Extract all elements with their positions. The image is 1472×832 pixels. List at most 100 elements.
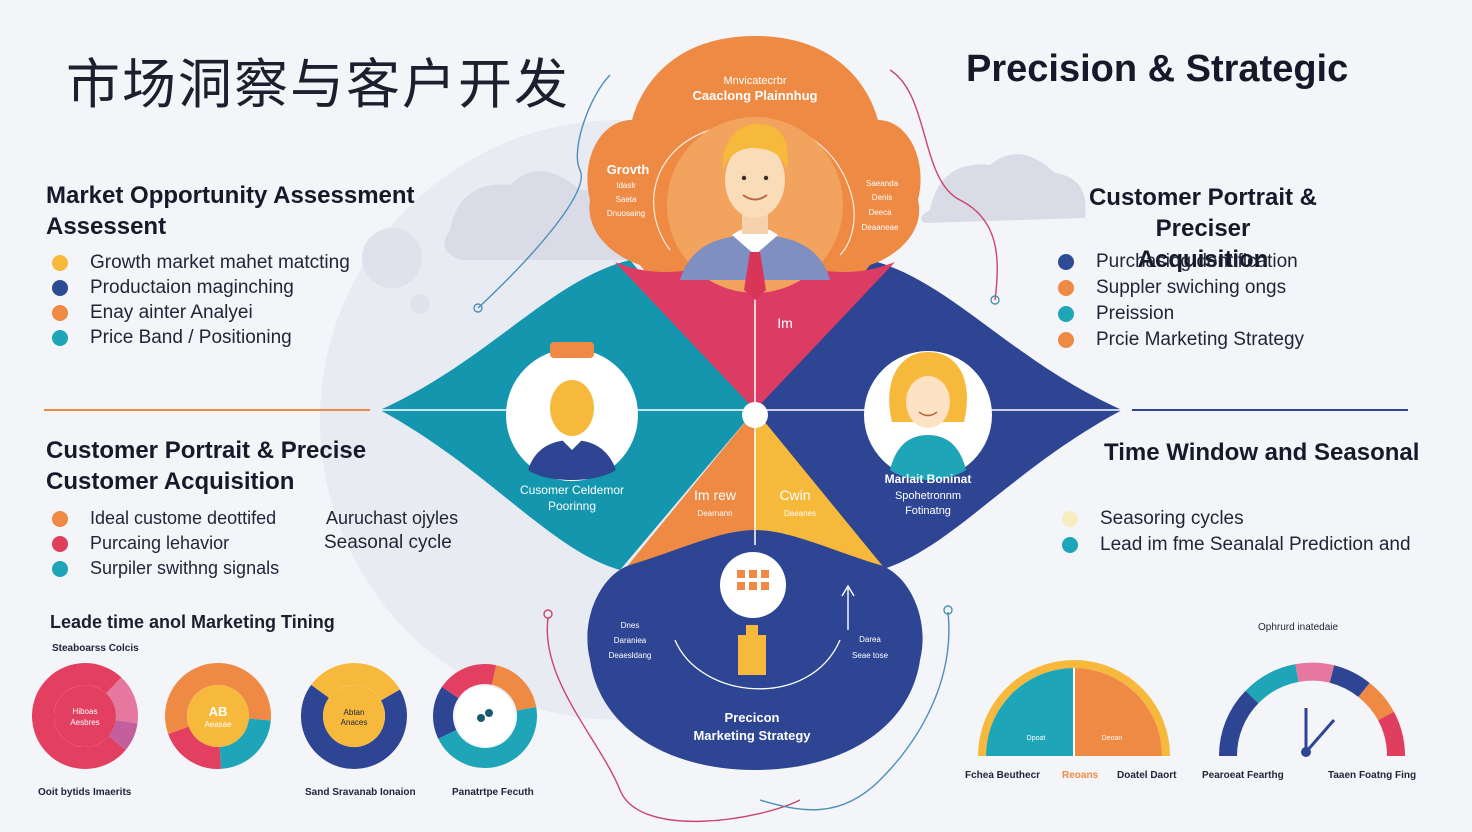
connector-line (546, 617, 801, 823)
right-portrait-heading: Customer Portrait & Preciser Acquisition (1048, 182, 1358, 275)
right-wing-label: Fotinatng (905, 505, 951, 517)
donut-segment (32, 663, 138, 769)
mid-left-label: Dearnann (697, 509, 732, 518)
donut-hole (323, 685, 385, 747)
right-portrait-heading-line1: Customer Portrait & Preciser (1088, 184, 1318, 242)
bullet-dot (52, 254, 68, 271)
donut-label: Aesbres (70, 718, 99, 727)
bullet-dot (1058, 253, 1074, 270)
donut-label: Abtan (344, 708, 365, 717)
donut-hole (54, 685, 116, 747)
seasonal-heading: Time Window and Seasonal (1104, 439, 1420, 466)
bottom-right-note: Seae tose (852, 651, 889, 660)
donut-segment (165, 663, 271, 769)
bullet-dot (1058, 305, 1074, 322)
bottom-left-note: Deaesldang (609, 651, 652, 660)
list-item-label: Price Band / Positioning (90, 326, 292, 348)
gauge-caption: Taaen Foatng Fing (1328, 770, 1417, 781)
bullet-dot (52, 279, 68, 296)
bullet-dot (52, 535, 68, 552)
list-item: Productaion maginching (52, 275, 350, 300)
top-left-note: Idaslr (616, 181, 636, 190)
top-subtitle: Caaclong Plainnhug (693, 88, 818, 103)
person-collar (732, 230, 778, 255)
list-item: Ideal custome deottifed (52, 506, 279, 531)
mid-left-label: Im rew (694, 487, 737, 503)
avatar-collar (562, 440, 582, 450)
grid-icon (737, 570, 769, 590)
bullet-dot (1062, 510, 1078, 527)
cycle-label: Auruchast ojyles (326, 508, 459, 528)
gauge-caption: Fchea Beuthecr (965, 770, 1041, 781)
mid-right-label: Cwin (779, 487, 810, 503)
avatar-smile (918, 411, 938, 417)
bullet-dot (1058, 279, 1074, 296)
list-item-label: Ideal custome deottifed (90, 508, 277, 528)
top-right-note: Saeanda (866, 179, 899, 188)
donut-label: Anaces (341, 718, 368, 727)
donut-3: Abtan Anaces (301, 663, 407, 769)
bubble-left (362, 228, 422, 288)
right-wing-label: Marlait Boninat (885, 472, 972, 486)
top-left-note: Grovth (607, 162, 650, 177)
left-wing-label: Poorinng (548, 499, 596, 513)
market-list: Growth market mahet matcting Productaion… (52, 250, 350, 350)
connector-line (477, 74, 611, 309)
donut-label: Hiboas (73, 707, 98, 716)
gauge-pivot (1301, 747, 1311, 757)
gauge-heading: Ophrurd inatedaie (1258, 622, 1339, 633)
gauge-outer-arc (978, 660, 1170, 757)
person-eye (741, 175, 747, 181)
list-item: Seasoring cycles (1062, 506, 1411, 531)
top-left-note: Dnuosaing (607, 209, 645, 218)
arrow-icon (841, 584, 855, 597)
businessman-avatar (667, 117, 843, 300)
portrait-heading: Customer Portrait & Precise Customer Acq… (46, 435, 366, 497)
list-item-label: Prcie Marketing Strategy (1096, 328, 1305, 350)
chart-bar-icon (746, 625, 758, 637)
donut-1: Hiboas Aesbres (32, 663, 138, 769)
gauge-segment (1358, 682, 1394, 721)
list-item: Growth market mahet matcting (52, 250, 350, 275)
right-wing-label: Spohetronnm (895, 490, 961, 502)
orange-lower-quadrant (620, 410, 755, 575)
right-portrait-list: Purchasing dentification Suppler swichin… (1058, 249, 1304, 352)
donut-label: Aeasae (204, 720, 232, 729)
page-title-en: Precision & Strategic (966, 48, 1349, 90)
list-item-label: Seasoring cycles (1100, 507, 1244, 529)
donut-2: AB Aeasae (165, 663, 271, 769)
donut-segment (433, 664, 537, 768)
gauge-left-half (986, 668, 1074, 756)
person-hair (722, 123, 788, 170)
market-heading-line1: Market Opportunity Assessment (46, 182, 415, 209)
cloud-shape-right (921, 154, 1086, 223)
seasonal-list: Seasoring cycles Lead im fme Seanalal Pr… (1062, 506, 1411, 557)
gauge-caption: Doatel Daort (1117, 770, 1177, 781)
connector-dot (473, 303, 483, 313)
bullet-dot (1062, 536, 1078, 553)
portrait-heading-line1: Customer Portrait & Precise (46, 437, 367, 464)
donut-segment (433, 664, 537, 768)
bottom-left-note: Dnes (621, 621, 640, 630)
donut-label: AB (209, 704, 228, 719)
gauge-segment (1377, 711, 1406, 757)
list-item: Suppler swiching ongs (1058, 275, 1304, 300)
right-portrait-heading-line2: Acquisition (1137, 246, 1269, 273)
connector-line (759, 611, 950, 811)
timing-subheading: Steaboarss Colcis (52, 643, 139, 654)
avatar-body (890, 435, 966, 480)
donut-hole (187, 685, 249, 747)
connector-dot (990, 295, 1000, 305)
portrait-heading-line2: Customer Acquisition (46, 468, 295, 495)
donut-caption: Sand Sravanab Ionaion (305, 787, 416, 798)
donut-segment (433, 664, 537, 768)
list-item: Prcie Marketing Strategy (1058, 327, 1304, 352)
red-quadrant-label: Im (777, 315, 793, 331)
gauge-right-half (1074, 668, 1162, 756)
page-title-cn: 市场洞察与客户开发 (66, 55, 570, 115)
avatar-face (550, 380, 594, 436)
bottom-title: Precicon (725, 710, 780, 725)
left-avatar (506, 342, 638, 481)
avatar-face (906, 376, 950, 428)
divider-right (1132, 409, 1408, 411)
